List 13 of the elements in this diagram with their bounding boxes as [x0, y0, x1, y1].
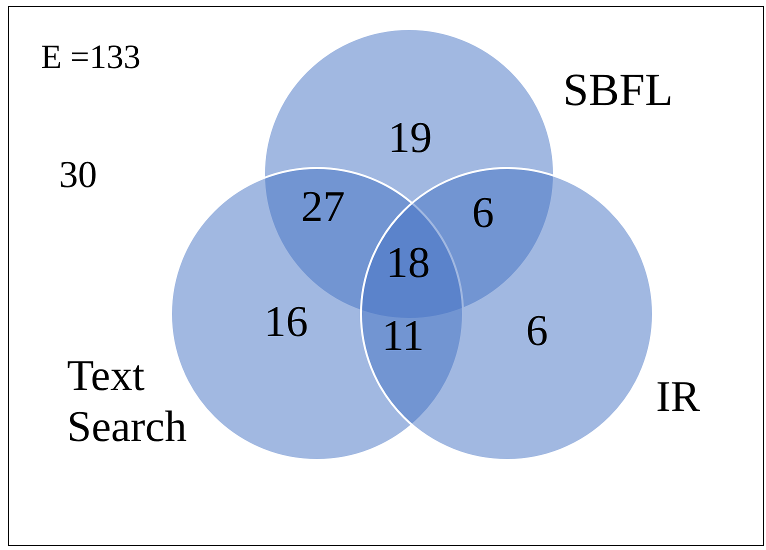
note-text: 30	[59, 156, 97, 194]
region-count: 6	[526, 309, 548, 353]
region-count: 16	[264, 300, 308, 344]
region-count: 6	[472, 191, 494, 235]
region-count: 19	[388, 116, 432, 160]
region-count: 11	[382, 314, 424, 358]
region-count: 27	[301, 185, 345, 229]
set-label: IR	[656, 375, 700, 419]
set-label: Text Search	[67, 351, 188, 452]
note-text: E =133	[41, 41, 140, 75]
region-count: 18	[386, 241, 430, 285]
diagram-frame	[8, 6, 764, 546]
set-label: SBFL	[563, 67, 673, 113]
